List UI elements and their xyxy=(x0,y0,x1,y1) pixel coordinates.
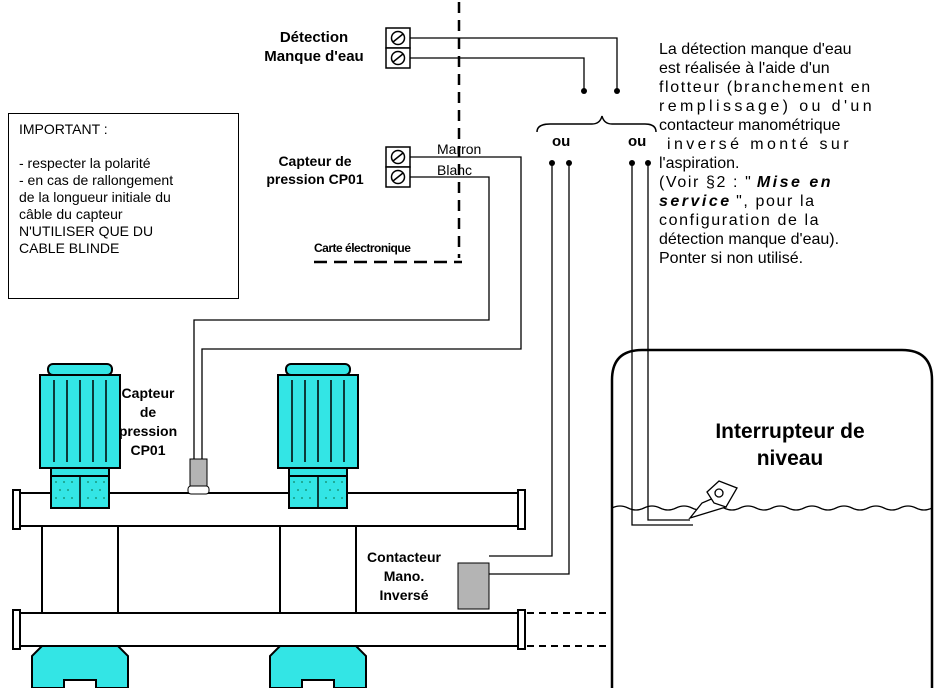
choice-brace xyxy=(536,115,657,133)
description-line: est réalisée à l'aide d'un xyxy=(659,60,830,77)
detection-label: Détection Manque d'eau xyxy=(244,28,384,66)
wire-label-marron: Marron xyxy=(437,141,482,157)
float-switch xyxy=(688,480,738,520)
important-line: de la longueur initiale du xyxy=(19,189,171,205)
description-mise-en: Mise en xyxy=(756,174,833,191)
detection-label-line1: Détection xyxy=(279,29,349,46)
important-box: IMPORTANT : - respecter la polarité - en… xyxy=(8,113,239,299)
detection-label-line2: Manque d'eau xyxy=(264,48,364,65)
contacteur-label: Contacteur Mano. Inversé xyxy=(352,548,456,605)
description-line: La détection manque d'eau xyxy=(659,41,852,58)
important-title: IMPORTANT : xyxy=(19,121,108,137)
important-line: CABLE BLINDE xyxy=(19,240,120,256)
description-text: La détection manque d'eau est réalisée à… xyxy=(659,40,931,268)
contacteur-wire-2 xyxy=(489,163,570,575)
capteur-pump-label-line3: pression xyxy=(118,423,178,439)
detection-wire-1 xyxy=(410,37,618,91)
capteur-wire-blanc xyxy=(193,176,490,459)
description-pour-la: ", pour la xyxy=(736,193,816,210)
contacteur-wire-1 xyxy=(489,163,553,557)
coupling-texture xyxy=(55,481,343,499)
important-line: câble du capteur xyxy=(19,206,123,222)
description-line: l'aspiration. xyxy=(659,155,740,172)
detection-terminal-block xyxy=(385,27,411,69)
description-voir-line: (Voir §2 : " Mise en xyxy=(659,173,931,192)
contacteur-mano-body xyxy=(457,562,490,610)
capteur-terminal-block xyxy=(385,146,411,188)
capteur-board-label: Capteur de pression CP01 xyxy=(248,152,382,188)
description-line: flotteur (branchement en xyxy=(659,79,872,96)
description-line: inversé monté sur xyxy=(667,136,852,153)
contacteur-label-line1: Contacteur xyxy=(367,549,441,565)
pump-2 xyxy=(269,363,367,688)
important-line: N'UTILISER QUE DU xyxy=(19,223,154,239)
capteur-pump-label-line2: de xyxy=(139,404,157,420)
capteur-pump-label-line4: CP01 xyxy=(130,442,166,458)
carte-electronique-label: Carte électronique xyxy=(314,241,411,255)
float-wire-1 xyxy=(631,163,693,526)
interrupteur-label: Interrupteur de niveau xyxy=(675,418,905,472)
description-line: Ponter si non utilisé. xyxy=(659,250,804,267)
important-line: - en cas de rallongement xyxy=(19,172,174,188)
description-voir-prefix: (Voir §2 : " xyxy=(659,174,753,191)
pump-1 xyxy=(31,363,129,688)
float-wire-2 xyxy=(647,163,690,521)
description-line: détection manque d'eau). xyxy=(659,231,840,248)
important-line: - respecter la polarité xyxy=(19,155,151,171)
interrupteur-label-line2: niveau xyxy=(756,447,824,470)
ou-right-label: ou xyxy=(628,133,647,150)
contacteur-label-line3: Inversé xyxy=(379,587,429,603)
description-service: service xyxy=(659,193,732,210)
capteur-wire-marron xyxy=(201,156,522,459)
description-service-line: service ", pour la xyxy=(659,192,931,211)
description-line: contacteur manométrique xyxy=(659,117,841,134)
detection-wire-2-end xyxy=(581,88,587,94)
ou-left-label: ou xyxy=(552,133,571,150)
capteur-pump-label: Capteur de pression CP01 xyxy=(110,384,186,460)
detection-wire-1-end xyxy=(614,88,620,94)
capteur-board-label-line2: pression CP01 xyxy=(266,171,364,187)
description-line: remplissage) ou d'un xyxy=(659,98,876,115)
capteur-pump-label-line1: Capteur xyxy=(121,385,175,401)
detection-wire-2 xyxy=(410,57,585,91)
contacteur-label-line2: Mano. xyxy=(383,568,425,584)
capteur-board-label-line1: Capteur de xyxy=(278,153,352,169)
wire-label-blanc: Blanc xyxy=(437,162,473,178)
water-surface xyxy=(611,505,933,511)
interrupteur-label-line1: Interrupteur de xyxy=(715,420,865,443)
suction-header xyxy=(12,609,526,650)
tank-outline xyxy=(610,348,934,688)
pressure-sensor xyxy=(187,458,210,495)
description-line: configuration de la xyxy=(659,212,821,229)
